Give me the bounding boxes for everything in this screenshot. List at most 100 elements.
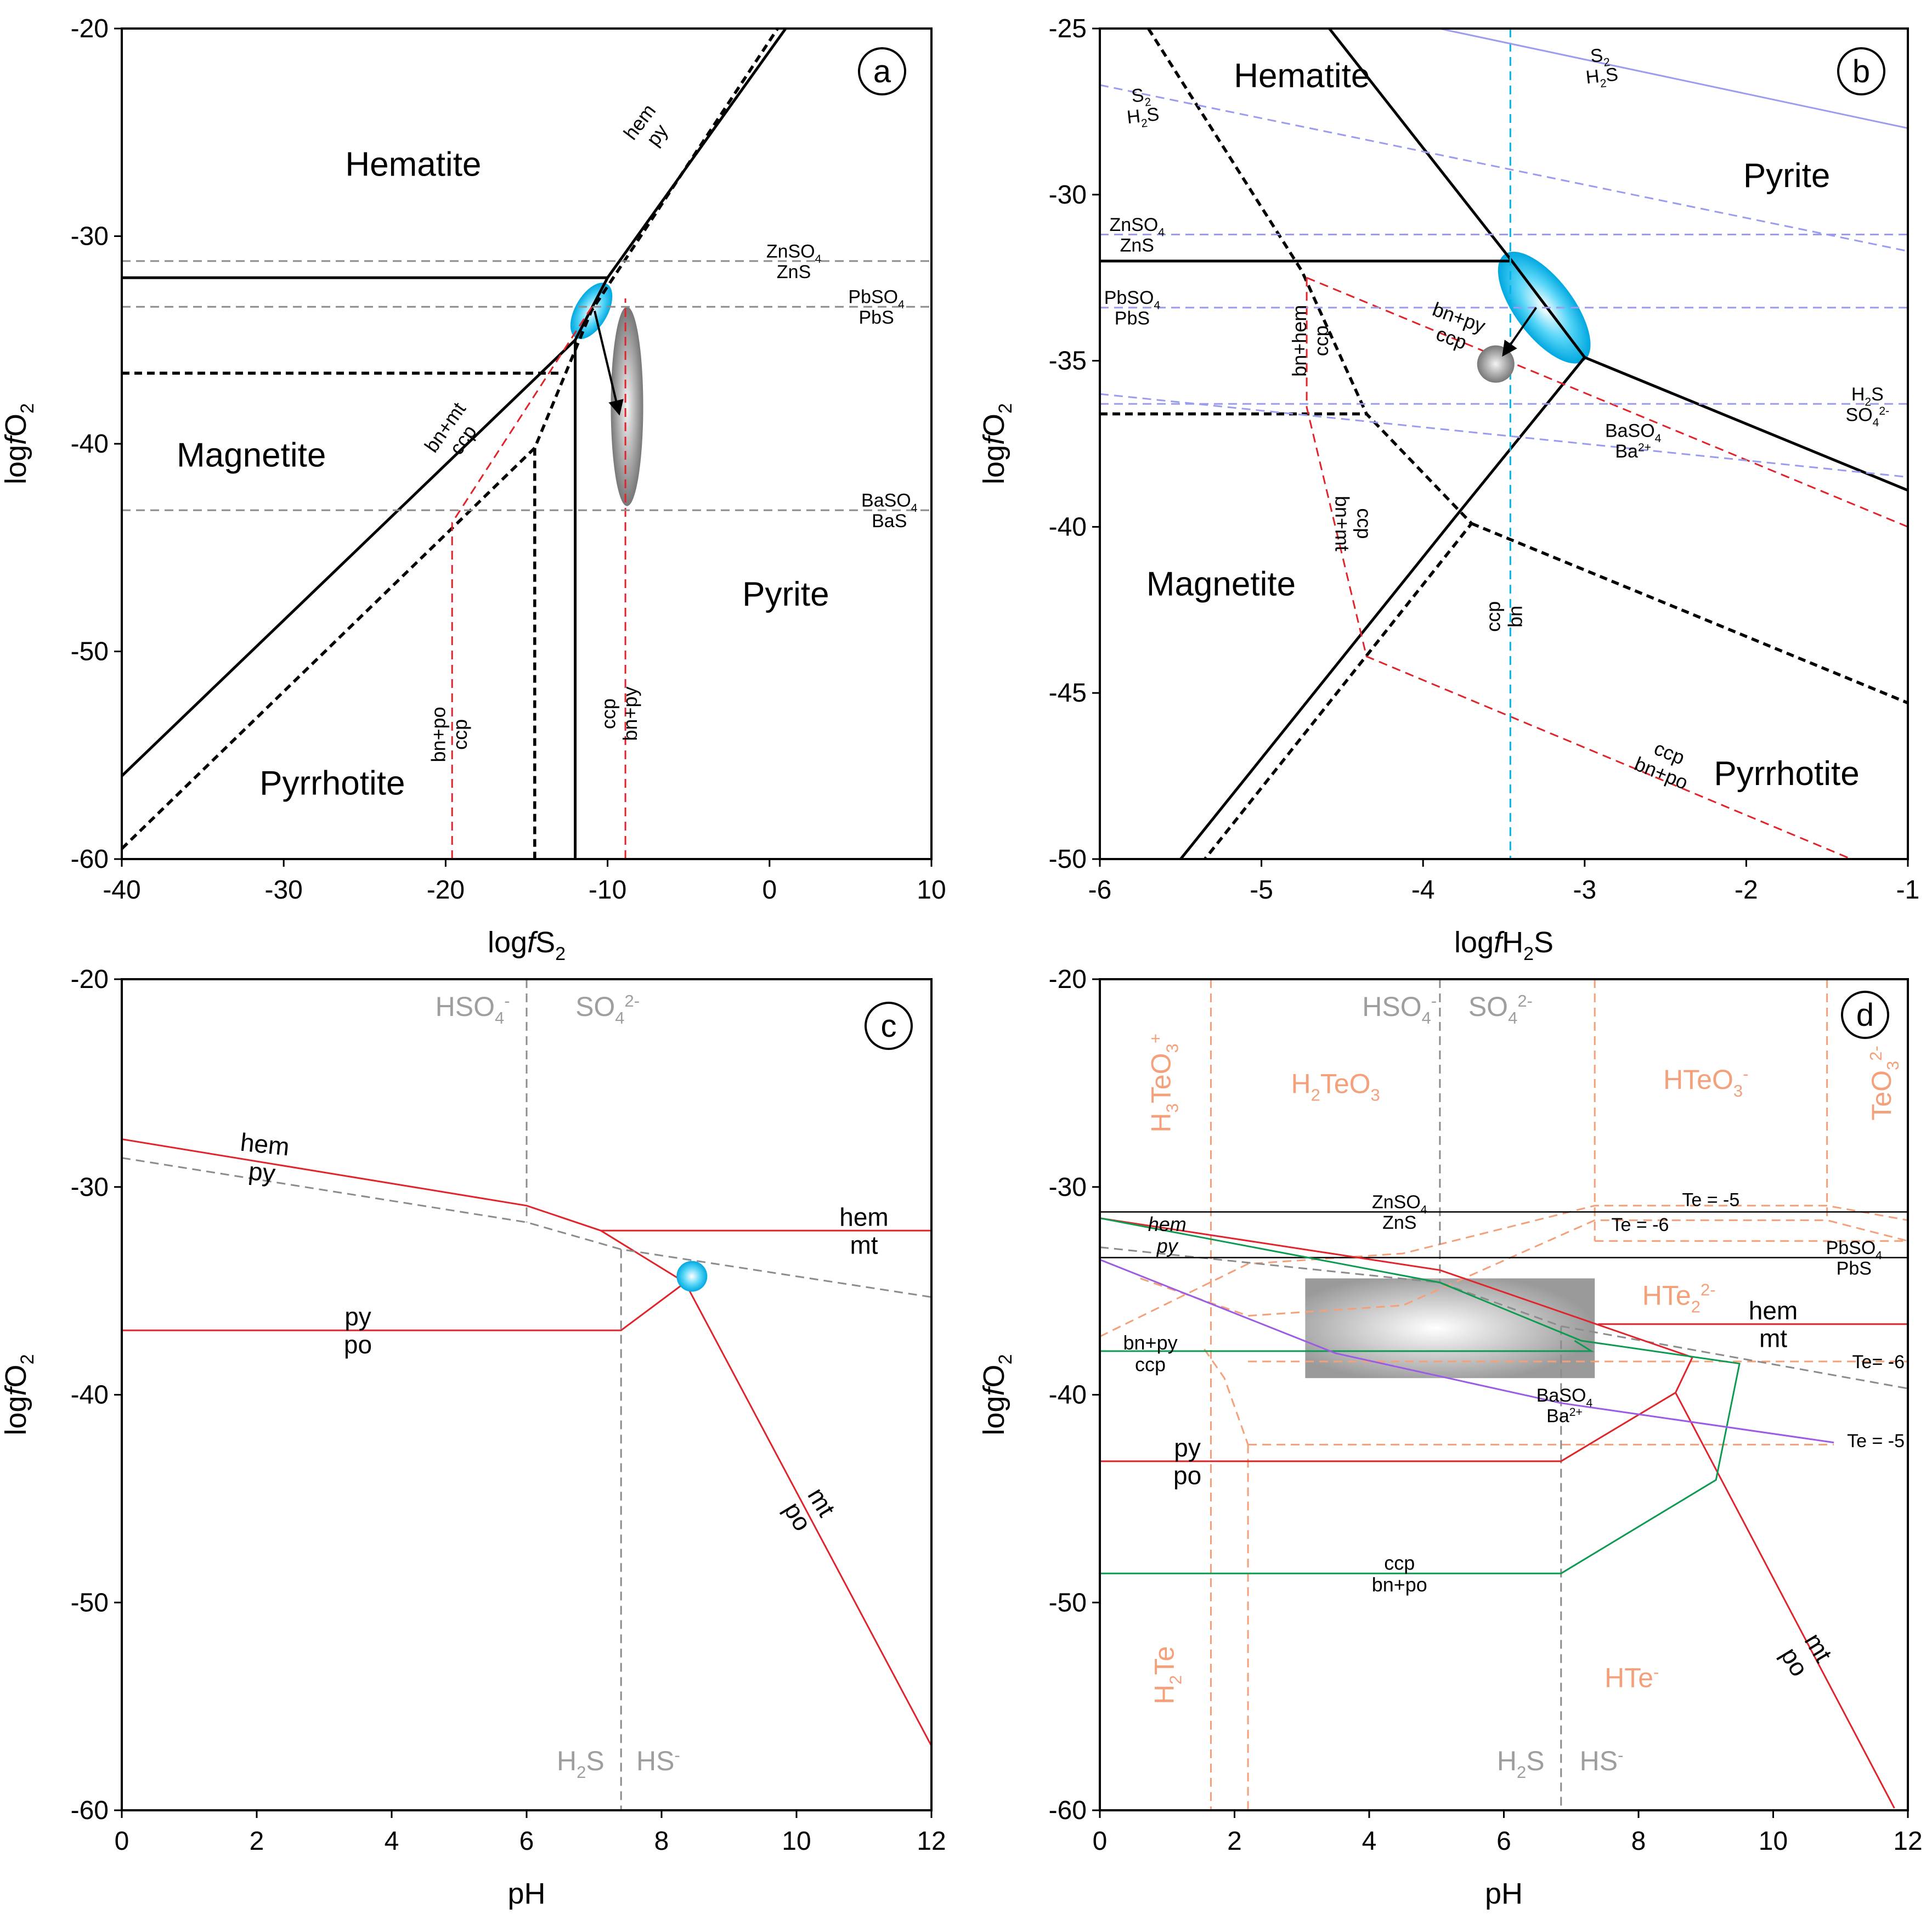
y-tick-label: -60	[71, 1796, 109, 1825]
label-line: Magnetite	[177, 436, 326, 474]
label-line: ZnSO4	[1109, 214, 1165, 239]
y-tick-label: -30	[1049, 180, 1087, 210]
panel-letter: a	[873, 54, 891, 89]
label-line: Ba2+	[1546, 1405, 1583, 1426]
field-label: H3TeO3+	[1145, 1034, 1182, 1132]
boundary-line	[1675, 1392, 1895, 1809]
x-tick-label: 12	[1893, 1827, 1922, 1856]
label-line: BaS	[872, 511, 907, 532]
y-tick-label: -20	[71, 14, 109, 43]
label-line: Hematite	[1234, 57, 1370, 95]
label-line: H2S	[1851, 384, 1884, 409]
field-label: SO42-	[1468, 991, 1533, 1027]
x-tick-label: -30	[265, 876, 303, 905]
label-line: BaSO4	[861, 490, 918, 515]
label-line: hem	[239, 1127, 291, 1161]
label-line: hem	[839, 1202, 888, 1231]
field-label: HS-	[636, 1746, 680, 1776]
y-axis-label: logfO2	[0, 403, 38, 484]
te-contour-label: Te = -5	[1847, 1431, 1905, 1452]
label-line: hem	[1148, 1213, 1187, 1235]
x-tick-label: 4	[1362, 1827, 1377, 1856]
label-line: PbSO4	[848, 287, 905, 312]
boundary-line	[1140, 1219, 1908, 1317]
y-tick-label: -50	[71, 637, 109, 667]
condition-point-cyan	[676, 1261, 708, 1292]
x-tick-label: 6	[519, 1827, 534, 1856]
x-tick-label: 4	[385, 1827, 399, 1856]
plot-area	[122, 29, 931, 859]
field-label: Hematite	[345, 145, 481, 183]
plot-frame	[1099, 27, 1909, 860]
plot-frame	[121, 978, 933, 1811]
y-tick-label: -30	[71, 222, 109, 251]
y-tick-label: -30	[71, 1173, 109, 1202]
x-tick-label: 0	[115, 1827, 129, 1856]
evolution-arrow	[594, 310, 624, 416]
label-line: py	[1174, 1433, 1201, 1462]
y-tick-label: -20	[71, 965, 109, 994]
plot-frame	[1099, 978, 1909, 1811]
condition-ellipse-gray	[611, 307, 643, 506]
boundary-line	[1100, 1340, 1595, 1352]
plot-area	[1100, 29, 1908, 859]
te-contour-label: Te = -6	[1611, 1215, 1669, 1235]
boundary-line	[1100, 1246, 1908, 1390]
label-line: py	[344, 1302, 371, 1331]
label-line: SO42-	[575, 991, 640, 1027]
y-tick-label: -40	[71, 1381, 109, 1410]
y-axis-label: logfO2	[978, 403, 1016, 484]
label-line: HTe22-	[1642, 1280, 1716, 1317]
x-tick-label: 0	[1093, 1827, 1108, 1856]
boundary-line	[451, 302, 596, 859]
field-label: H2Te	[1149, 1646, 1185, 1704]
field-label: HTeO3-	[1663, 1064, 1748, 1100]
label-line: H2S	[1497, 1746, 1545, 1782]
label-line: bn+mt	[1331, 496, 1354, 551]
label-line: bn+py	[619, 687, 641, 741]
label-line: mt	[1759, 1324, 1787, 1353]
label-line: ccp	[1353, 508, 1375, 539]
x-tick-label: 8	[654, 1827, 669, 1856]
x-tick-label: 0	[762, 876, 777, 905]
x-tick-label: -3	[1573, 876, 1596, 905]
field-label: Hematite	[1234, 57, 1370, 95]
label-line: hem	[1749, 1296, 1798, 1325]
label-line: ccp	[1310, 325, 1332, 356]
y-tick-label: -50	[1049, 845, 1087, 874]
boundary-line	[1204, 1348, 1249, 1445]
boundary-line	[1584, 356, 1908, 492]
label-line: ZnSO4	[1372, 1192, 1427, 1217]
x-tick-label: -4	[1411, 876, 1435, 905]
label-line: PbS	[858, 307, 894, 328]
boundary-line	[122, 29, 779, 850]
label-line: bn+py	[1123, 1331, 1178, 1354]
y-tick-label: -50	[1049, 1588, 1087, 1617]
y-axis-label: logfO2	[0, 1354, 38, 1435]
panel-letter: b	[1852, 54, 1870, 89]
te-contour-label: Te = -5	[1682, 1189, 1739, 1210]
label-line: BaSO4	[1605, 420, 1662, 445]
x-axis-label: pH	[507, 1877, 545, 1910]
boundary-line	[1511, 260, 1586, 359]
boundary-line	[1471, 522, 1908, 704]
field-label: TeO32-	[1866, 1046, 1902, 1121]
y-tick-label: -60	[71, 845, 109, 874]
label-line: mt	[850, 1230, 878, 1259]
evolution-arrow	[1502, 307, 1538, 357]
label-line: ZnSO4	[766, 241, 822, 266]
